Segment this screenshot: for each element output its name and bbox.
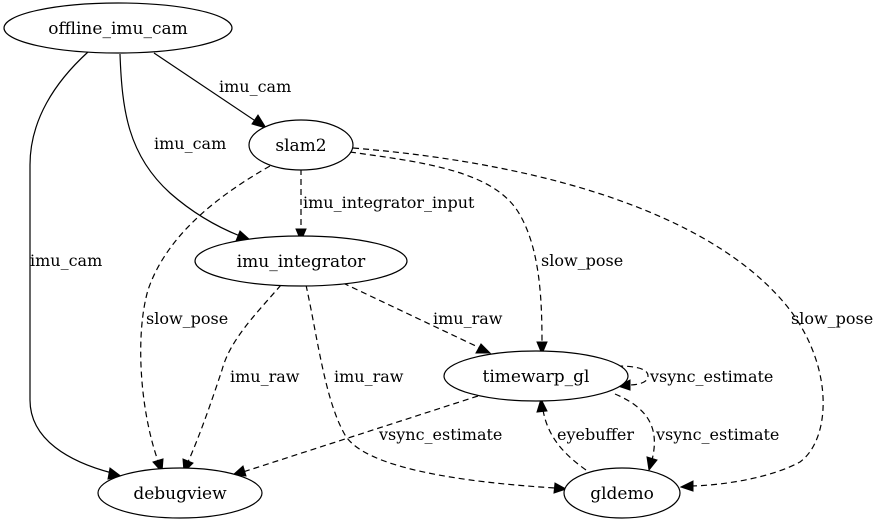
node-label-gldemo: gldemo xyxy=(590,484,654,504)
node-label-debugview: debugview xyxy=(133,484,227,504)
node-imu-integrator[interactable]: imu_integrator xyxy=(194,235,408,287)
edge-slam2-to-gldemo xyxy=(352,147,824,492)
edge-slam2-to-integrator xyxy=(295,169,307,243)
edge-offline-to-slam2 xyxy=(153,52,268,129)
edge-label-integrator-to-gldemo: imu_raw xyxy=(334,367,404,386)
edge-label-offline-to-slam2: imu_cam xyxy=(219,77,291,96)
edge-integrator-to-timewarp xyxy=(342,282,492,354)
edge-timewarp-to-gldemo xyxy=(614,393,658,472)
node-slam2[interactable]: slam2 xyxy=(248,119,354,171)
edge-label-integrator-to-timewarp: imu_raw xyxy=(433,309,503,328)
edge-label-timewarp-to-debugview: vsync_estimate xyxy=(378,425,502,444)
edge-label-offline-to-debugview: imu_cam xyxy=(30,251,102,270)
edge-label-slam2-to-timewarp: slow_pose xyxy=(541,251,623,270)
node-gldemo[interactable]: gldemo xyxy=(563,467,681,519)
edge-label-slam2-to-debugview: slow_pose xyxy=(146,309,228,328)
node-label-timewarp-gl: timewarp_gl xyxy=(483,367,590,387)
edge-integrator-to-gldemo xyxy=(305,284,568,494)
edge-label-timewarp-self-loop: vsync_estimate xyxy=(649,367,773,386)
node-label-imu-integrator: imu_integrator xyxy=(237,252,366,272)
node-label-slam2: slam2 xyxy=(275,136,326,156)
node-offline-imu-cam[interactable]: offline_imu_cam xyxy=(3,2,233,54)
edge-label-timewarp-to-gldemo: vsync_estimate xyxy=(655,425,779,444)
edge-timewarp-to-debugview xyxy=(231,395,479,477)
node-timewarp-gl[interactable]: timewarp_gl xyxy=(443,350,629,402)
node-debugview[interactable]: debugview xyxy=(97,467,263,519)
edge-label-gldemo-to-timewarp: eyebuffer xyxy=(557,425,634,444)
edge-label-offline-to-integrator: imu_cam xyxy=(154,134,226,153)
edge-label-slam2-to-integrator: imu_integrator_input xyxy=(303,193,475,212)
edge-label-integrator-to-debugview: imu_raw xyxy=(230,367,300,386)
edge-label-slam2-to-gldemo: slow_pose xyxy=(791,309,873,328)
node-label-offline-imu-cam: offline_imu_cam xyxy=(48,19,187,39)
edge-slam2-to-timewarp xyxy=(349,151,548,356)
edge-gldemo-to-timewarp xyxy=(536,397,587,471)
